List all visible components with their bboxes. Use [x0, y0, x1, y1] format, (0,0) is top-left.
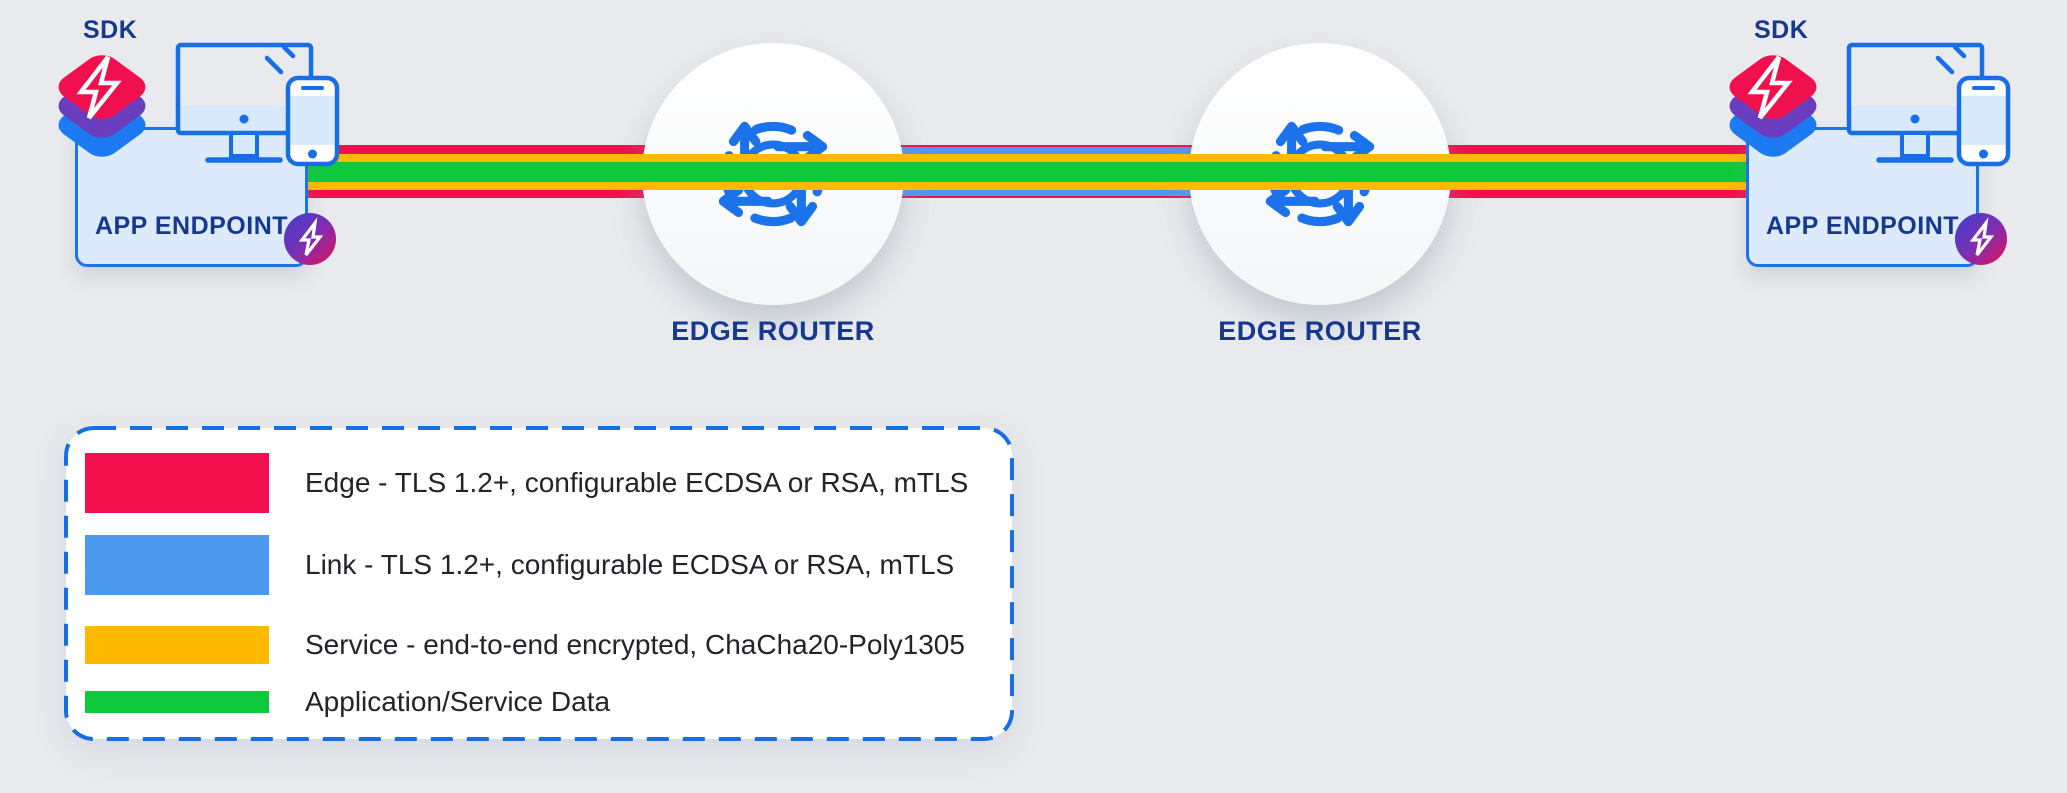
legend-label-service: Service - end-to-end encrypted, ChaCha20… — [305, 629, 965, 660]
signal-mark-icon — [1952, 44, 1967, 59]
signal-mark-icon — [1935, 55, 1955, 75]
sdk-stack-icon — [1729, 55, 1817, 157]
data-stripe — [308, 162, 1746, 182]
service-color-swatch — [85, 626, 269, 664]
edge-router-right-label: EDGE ROUTER — [1218, 316, 1422, 346]
link-color-swatch — [85, 535, 269, 595]
link-stripe-top — [780, 147, 1312, 154]
legend-dashed-border — [64, 426, 1014, 741]
app-endpoint-label: APP ENDPOINT — [94, 212, 289, 240]
signal-mark-icon — [281, 44, 296, 59]
legend-row-service: Service - end-to-end encrypted, ChaCha20… — [63, 626, 1015, 664]
app-endpoint-label: APP ENDPOINT — [1765, 212, 1960, 240]
sdk-label: SDK — [1754, 16, 1809, 44]
link-stripe-bottom — [780, 190, 1312, 196]
ziti-badge-icon — [284, 213, 336, 265]
legend-row-edge: Edge - TLS 1.2+, configurable ECDSA or R… — [63, 453, 1015, 513]
app-endpoint-left: SDK APP ENDPOINT — [45, 0, 425, 320]
legend-row-data: Application/Service Data — [63, 686, 1015, 717]
legend-label-edge: Edge - TLS 1.2+, configurable ECDSA or R… — [305, 467, 969, 498]
phone-icon — [1956, 75, 2011, 167]
phone-icon — [285, 75, 340, 167]
service-stripe-bottom — [308, 182, 1746, 190]
legend-row-link: Link - TLS 1.2+, configurable ECDSA or R… — [63, 535, 1015, 595]
legend-label-link: Link - TLS 1.2+, configurable ECDSA or R… — [305, 549, 955, 580]
ziti-bolt-icon — [1969, 217, 1995, 256]
legend-box: Edge - TLS 1.2+, configurable ECDSA or R… — [63, 425, 1015, 742]
data-color-swatch — [85, 691, 269, 713]
ziti-bolt-icon — [76, 55, 122, 120]
edge-router-left-label: EDGE ROUTER — [671, 316, 875, 346]
signal-mark-icon — [264, 55, 284, 75]
sdk-label: SDK — [83, 16, 138, 44]
ziti-badge-icon — [1955, 213, 2007, 265]
app-endpoint-right: SDK APP ENDPOINT — [1716, 0, 2067, 320]
service-stripe-top — [308, 154, 1746, 162]
legend-label-data: Application/Service Data — [305, 686, 611, 717]
edge-color-swatch — [85, 453, 269, 513]
sdk-stack-icon — [58, 55, 146, 157]
ziti-bolt-icon — [1747, 55, 1793, 120]
ziti-bolt-icon — [298, 217, 324, 256]
